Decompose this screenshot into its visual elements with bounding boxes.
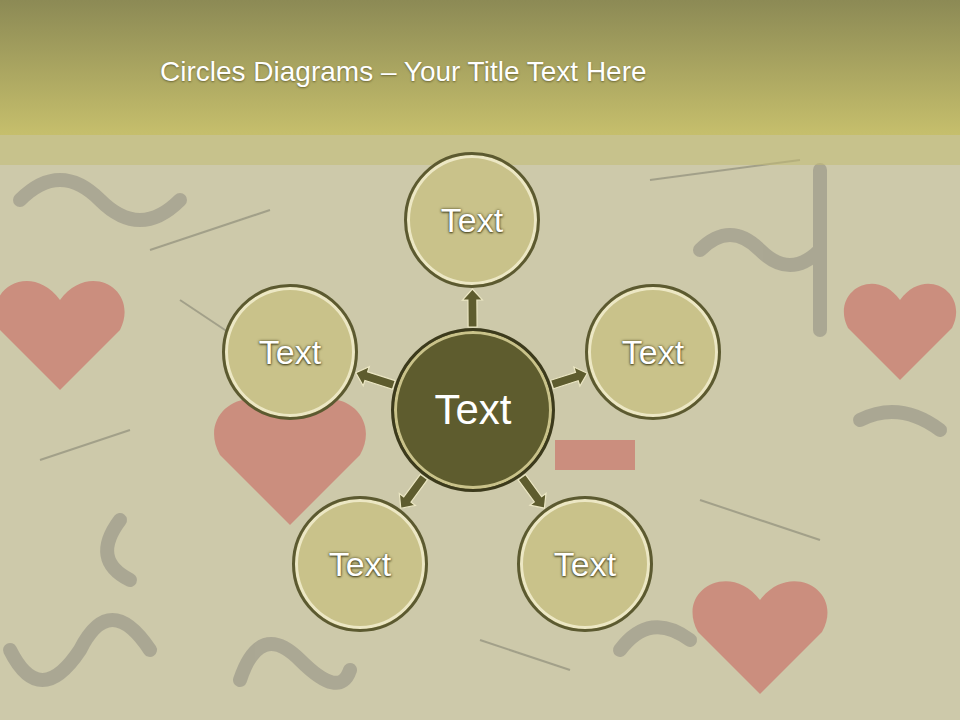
outer-circle: Text xyxy=(517,496,653,632)
circle-label: Text xyxy=(554,545,616,584)
circle-label: Text xyxy=(329,545,391,584)
outer-circle: Text xyxy=(222,284,358,420)
arrow-shape xyxy=(462,289,482,327)
block-arrow xyxy=(551,367,588,389)
circle-label: Text xyxy=(259,333,321,372)
block-arrow xyxy=(399,474,427,508)
block-arrow xyxy=(356,367,395,390)
slide-title: Circles Diagrams – Your Title Text Here xyxy=(160,56,647,88)
arrow-shape xyxy=(399,474,427,508)
block-arrow xyxy=(462,289,482,327)
arrow-shape xyxy=(518,475,546,509)
outer-circle: Text xyxy=(404,152,540,288)
arrow-shape xyxy=(551,367,588,389)
outer-circle: Text xyxy=(585,284,721,420)
circle-label: Text xyxy=(622,333,684,372)
circle-label: Text xyxy=(434,386,511,434)
outer-circle: Text xyxy=(292,496,428,632)
block-arrow xyxy=(518,475,546,509)
circle-label: Text xyxy=(441,201,503,240)
arrow-shape xyxy=(356,367,395,390)
center-circle: Text xyxy=(391,328,555,492)
